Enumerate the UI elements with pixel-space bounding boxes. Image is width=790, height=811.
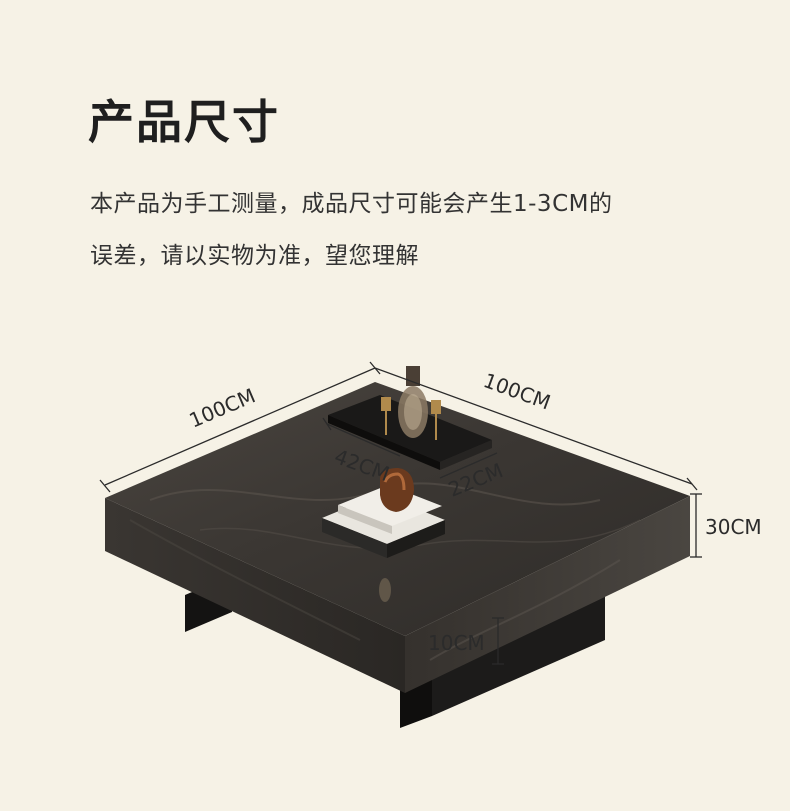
measurement-note-line-1: 本产品为手工测量，成品尺寸可能会产生1-3CM的 (90, 191, 613, 217)
dimension-width-label: 100CM (480, 368, 553, 414)
dimension-height-label: 30CM (705, 515, 762, 539)
dimension-length-label: 100CM (186, 383, 259, 432)
dimension-lines (99, 361, 702, 665)
dimension-base-height-label: 10CM (428, 631, 485, 655)
serving-tray (328, 366, 492, 470)
books-and-vase (322, 468, 445, 558)
page-title: 产品尺寸 (88, 95, 280, 149)
measurement-note-line-2: 误差，请以实物为准，望您理解 (90, 243, 419, 269)
